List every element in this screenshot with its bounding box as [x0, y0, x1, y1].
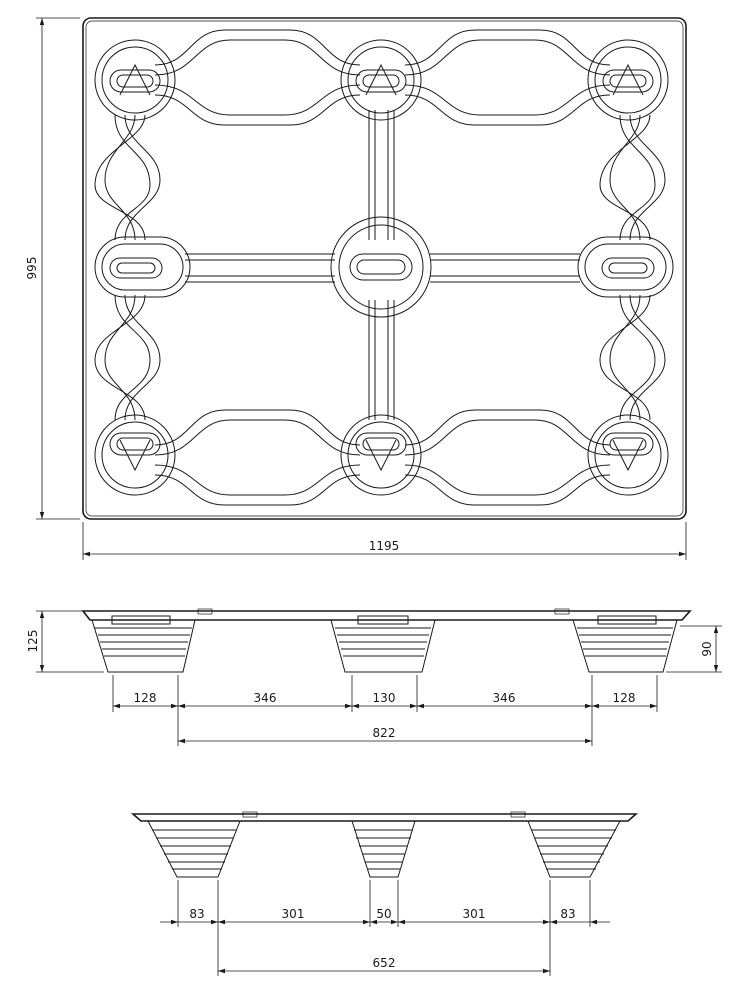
block-top-left — [94, 39, 176, 121]
side-long-deck — [81, 610, 692, 621]
block-pads — [94, 39, 674, 496]
side-short-block-center — [351, 820, 416, 878]
side-short-deck — [130, 813, 639, 822]
label-301-left: 301 — [282, 907, 305, 921]
label-1195: 1195 — [369, 539, 400, 553]
label-822: 822 — [373, 726, 396, 740]
dimension-side-height: 125 — [26, 610, 104, 673]
label-130: 130 — [373, 691, 396, 705]
block-top-center — [340, 39, 422, 121]
side-long-block-left — [91, 615, 196, 673]
label-83-left: 83 — [189, 907, 204, 921]
block-mid-left — [94, 236, 191, 298]
deck-outline — [82, 17, 687, 520]
label-83-right: 83 — [560, 907, 575, 921]
block-bottom-center — [340, 414, 422, 496]
label-50: 50 — [376, 907, 391, 921]
center-cross-ribs — [185, 110, 580, 420]
label-346-right: 346 — [493, 691, 516, 705]
label-301-right: 301 — [463, 907, 486, 921]
label-346-left: 346 — [254, 691, 277, 705]
side-view-short: 83 301 50 301 83 652 — [130, 811, 639, 976]
dimension-block-height: 90 — [666, 625, 722, 673]
side-short-block-left — [147, 820, 241, 878]
top-view: 995 1195 — [25, 17, 687, 560]
dimension-side-long-overall: 822 — [178, 726, 592, 744]
deck-inner-outline — [85, 20, 684, 517]
label-652: 652 — [373, 956, 396, 970]
dimension-top-width: 1195 — [82, 522, 687, 560]
dimension-side-short-overall: 652 — [218, 956, 550, 974]
block-bottom-right — [587, 414, 669, 496]
dimension-side-long-segments: 128 346 130 346 128 — [112, 675, 658, 746]
label-995: 995 — [25, 257, 39, 280]
perimeter-ribs — [94, 29, 666, 506]
side-long-block-right — [572, 615, 678, 673]
label-128-right: 128 — [613, 691, 636, 705]
side-long-block-center — [330, 615, 436, 673]
block-bottom-left — [94, 414, 176, 496]
label-128-left: 128 — [134, 691, 157, 705]
block-mid-right — [577, 236, 674, 298]
label-125: 125 — [26, 630, 40, 653]
block-top-right — [587, 39, 669, 121]
dimension-side-short-segments: 83 301 50 301 83 — [160, 880, 610, 976]
side-view-long: 125 90 — [26, 608, 722, 746]
label-90: 90 — [700, 641, 714, 656]
block-center — [330, 216, 432, 318]
dimension-top-height: 995 — [25, 17, 80, 520]
side-short-block-right — [527, 820, 621, 878]
